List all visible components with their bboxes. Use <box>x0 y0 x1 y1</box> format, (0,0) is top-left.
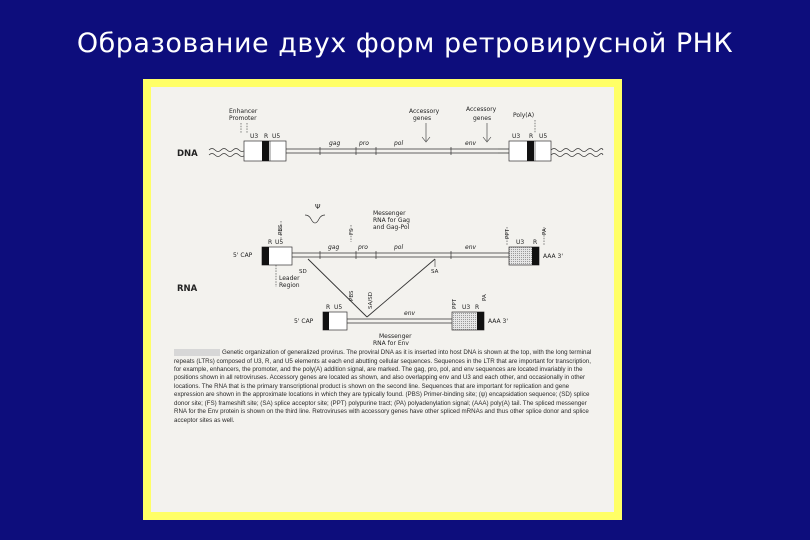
sa-sd-label-env: SA/SD <box>368 292 374 309</box>
u5-label-env-left: U5 <box>334 304 342 311</box>
accessory-arrow-1 <box>421 123 431 143</box>
psi-brace <box>304 214 326 224</box>
u5-label-left: U5 <box>272 133 280 140</box>
messenger-gag-label: Messenger RNA for Gag and Gag-Pol <box>373 210 410 231</box>
env-left-box <box>322 311 348 331</box>
svg-text:pol: pol <box>393 244 403 251</box>
u3-label-left: U3 <box>250 133 258 140</box>
pro-label: pro <box>358 140 369 147</box>
svg-text:Messenger: Messenger <box>379 333 412 340</box>
figure-paper: Enhancer Promoter Accessory genes Access… <box>151 87 614 512</box>
provirus-diagram: Enhancer Promoter Accessory genes Access… <box>177 106 604 347</box>
svg-text:Leader: Leader <box>279 275 300 282</box>
ltr-left <box>243 140 287 162</box>
caption-text: Genetic organization of generalized prov… <box>174 349 592 424</box>
accessory-genes-label-1: Accessory genes <box>409 108 440 122</box>
r-label-env-right: R <box>475 304 479 311</box>
pa-label-env: PA <box>482 294 488 301</box>
svg-text:Accessory: Accessory <box>466 106 497 113</box>
aaa-label-rna: AAA 3' <box>543 253 563 260</box>
sd-label: SD <box>299 269 307 275</box>
svg-text:env: env <box>465 244 476 251</box>
svg-text:genes: genes <box>473 115 491 122</box>
u3-label-rna-right: U3 <box>516 239 524 246</box>
sa-label: SA <box>431 269 439 275</box>
svg-text:Accessory: Accessory <box>409 108 440 115</box>
r-label-right: R <box>529 133 533 140</box>
r-label-env-left: R <box>326 304 330 311</box>
slide-title: Образование двух форм ретровирусной РНК <box>76 28 734 59</box>
gag-label: gag <box>329 140 340 147</box>
aaa-label-env: AAA 3' <box>488 318 508 325</box>
u3-label-right: U3 <box>512 133 520 140</box>
enhancer-promoter-label: Enhancer Promoter <box>229 108 258 122</box>
svg-text:and Gag-Pol: and Gag-Pol <box>373 224 410 231</box>
svg-text:RNA for Env: RNA for Env <box>373 340 409 347</box>
pa-label-rna: PA <box>542 228 548 235</box>
svg-text:pro: pro <box>357 244 368 251</box>
cap-label-rna: 5' CAP <box>233 252 253 259</box>
u3-label-env-right: U3 <box>462 304 470 311</box>
pbs-label-env: PBS <box>349 290 355 301</box>
host-dna-right-2 <box>550 153 604 157</box>
leader-region-label: Leader Region <box>279 275 300 289</box>
svg-text:gag: gag <box>328 244 339 251</box>
accessory-genes-label-2: Accessory genes <box>466 106 497 122</box>
r-label-rna-left: R <box>268 239 272 246</box>
r-label-rna-right: R <box>533 239 537 246</box>
poly-a-label: Poly(A) <box>513 112 534 119</box>
env-right-box <box>451 311 485 331</box>
svg-text:Messenger: Messenger <box>373 210 406 217</box>
figure-caption: Genetic organization of generalized prov… <box>174 349 599 425</box>
messenger-env-label: Messenger RNA for Env <box>373 333 412 347</box>
env-label-env: env <box>404 310 415 317</box>
svg-text:RNA for Gag: RNA for Gag <box>373 217 410 224</box>
ppt-label-env: PPT <box>452 298 458 309</box>
rna-label: RNA <box>177 284 198 294</box>
pol-label: pol <box>393 140 403 147</box>
accessory-arrow-2 <box>482 123 492 143</box>
splice-line-right <box>366 258 436 318</box>
figure-frame: Enhancer Promoter Accessory genes Access… <box>143 79 622 520</box>
env-label: env <box>465 140 476 147</box>
dna-label: DNA <box>177 149 198 159</box>
rna-leader-box <box>261 246 293 266</box>
svg-text:Promoter: Promoter <box>229 115 257 122</box>
caption-label-block <box>174 349 220 356</box>
svg-text:genes: genes <box>413 115 431 122</box>
splice-line-left <box>307 258 368 318</box>
psi-label-top: Ψ <box>315 203 321 211</box>
rna-right-box <box>508 246 540 266</box>
r-label-left: R <box>264 133 268 140</box>
svg-text:Region: Region <box>279 282 300 289</box>
host-dna-right <box>550 148 604 152</box>
u5-label-right: U5 <box>539 133 547 140</box>
svg-text:Enhancer: Enhancer <box>229 108 258 115</box>
u5-label-rna-left: U5 <box>275 239 283 246</box>
ltr-right <box>508 140 552 162</box>
ppt-label-rna: PPT <box>505 228 511 239</box>
fs-label-rna: FS <box>349 228 355 235</box>
cap-label-env: 5' CAP <box>294 318 314 325</box>
